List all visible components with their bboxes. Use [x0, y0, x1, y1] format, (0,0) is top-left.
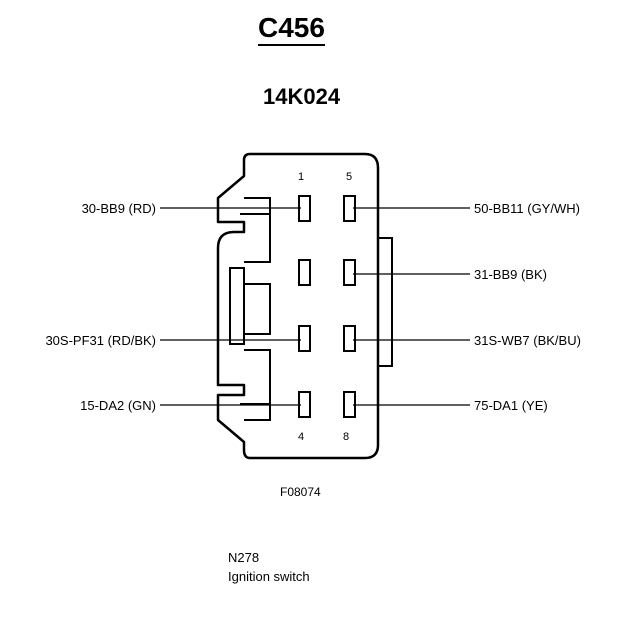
part-number: 14K024 [263, 84, 341, 109]
wire-label-right: 31S-WB7 (BK/BU) [474, 333, 581, 348]
wire-label-right: 50-BB11 (GY/WH) [474, 201, 580, 216]
right-rib [377, 237, 393, 367]
pin-number-5: 5 [346, 171, 353, 183]
side-lock-tab [229, 267, 245, 345]
pin-number-4: 4 [298, 431, 305, 443]
wire-label-right: 31-BB9 (BK) [474, 267, 547, 282]
terminal-cavity [298, 259, 311, 286]
connector-body [216, 152, 380, 460]
upper-latch [244, 197, 271, 263]
pin-number-1: 1 [298, 171, 305, 183]
component-code: N278 [228, 550, 260, 565]
wire-label-left: 30-BB9 (RD) [81, 201, 156, 216]
pin-number-8: 8 [343, 431, 350, 443]
lower-latch [244, 349, 271, 421]
terminal-cavity [343, 325, 356, 352]
component-name: Ignition switch [228, 569, 310, 584]
terminal-cavity [343, 259, 356, 286]
terminal-cavity [298, 325, 311, 352]
wire-label-left: 30S-PF31 (RD/BK) [45, 333, 156, 348]
figure-code: F08074 [280, 485, 321, 499]
connector-id: C456 [258, 14, 325, 46]
side-lock-outer [243, 283, 271, 335]
wire-label-left: 15-DA2 (GN) [80, 398, 156, 413]
wire-label-right: 75-DA1 (YE) [474, 398, 548, 413]
